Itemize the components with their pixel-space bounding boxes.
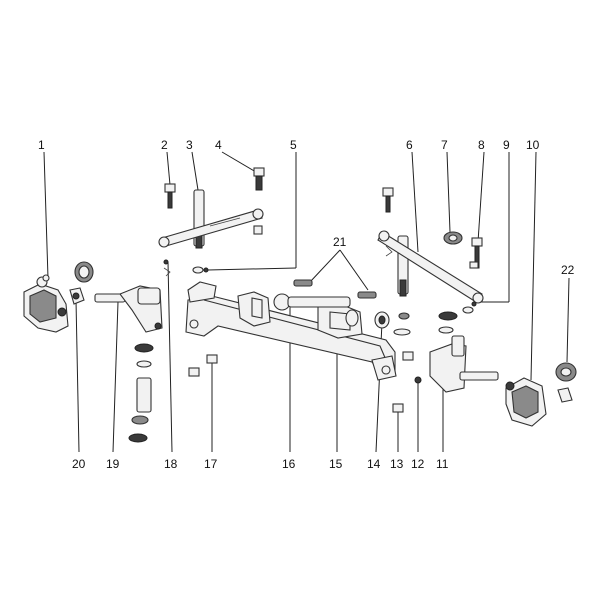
bushing-7 [443,231,463,245]
callout-9: 9 [503,138,510,152]
callout-3: 3 [186,138,193,152]
washer-5 [192,266,209,274]
tie-rod-left [158,189,264,249]
tie-rod-right [377,230,484,304]
brake-caliper-right [505,377,547,427]
brake-caliper-left [23,274,69,333]
callout-1: 1 [38,138,45,152]
callout-2: 2 [161,138,168,152]
callout-10: 10 [526,138,540,152]
nut-14 [374,311,390,329]
bolt-2 [164,183,176,209]
pin-left [163,259,171,277]
callout-7: 7 [441,138,448,152]
callout-12: 12 [411,457,425,471]
callout-13: 13 [390,457,404,471]
bushings-21 [293,279,377,299]
callout-8: 8 [478,138,485,152]
callout-15: 15 [329,457,343,471]
bolt-right-top [382,187,394,257]
callout-16: 16 [282,457,296,471]
kingpin-stack-left [128,343,154,443]
callout-21: 21 [333,235,347,249]
callout-6: 6 [406,138,413,152]
leader-lines [43,151,570,453]
wheel-bearing-left [69,261,94,305]
callout-19: 19 [106,457,120,471]
steering-knuckle-right [414,335,499,393]
nut-17 [188,354,218,377]
callout-17: 17 [204,457,218,471]
callout-20: 20 [72,457,86,471]
bolt-4 [253,167,265,235]
steering-knuckle-left [94,285,163,333]
bolt-8 [469,237,483,269]
bolt-16 [273,293,359,327]
callout-5: 5 [290,138,297,152]
wheel-bearing-right [555,362,577,403]
callout-4: 4 [215,138,222,152]
callout-22: 22 [561,263,575,277]
callout-labels: 1 2 3 4 5 6 7 8 9 10 11 12 13 14 15 16 1… [38,138,575,471]
callout-14: 14 [367,457,381,471]
callout-11: 11 [436,457,449,471]
nuts-12-13 [392,351,414,413]
callout-18: 18 [164,457,178,471]
kingpin-stack-right [393,311,458,336]
washer-9 [462,301,477,314]
front-axle-frame [185,281,397,381]
